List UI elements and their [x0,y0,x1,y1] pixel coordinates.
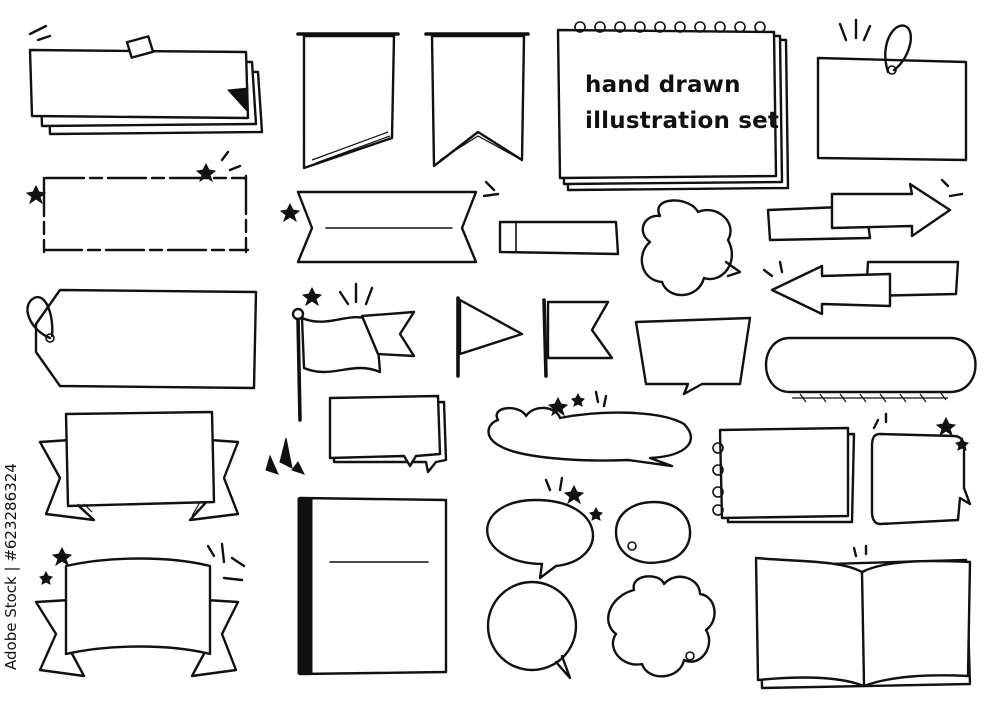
round-speech-bubble-small [614,500,692,565]
pill-label [764,336,977,403]
cloud-speech-bubble-small [640,199,742,297]
ribbon-banner-flat [279,180,500,264]
double-arrow-right [766,178,964,242]
title-line-1: hand drawn [585,72,741,98]
scroll-ribbon-banner [38,410,240,522]
ring-bound-notepad [712,426,856,524]
title-line-2: illustration set [585,108,780,134]
fluffy-cloud-bubble [607,575,716,678]
square-speech-bubble [870,412,972,526]
dashed-frame [25,150,250,254]
open-book [754,544,972,690]
trapezoid-speech-bubble [634,316,752,396]
closed-book [297,496,448,676]
long-cloud-speech-bubble [487,390,692,468]
price-tag [26,288,258,390]
spiral-notebook [556,21,790,192]
stacked-paper-notes [28,24,264,136]
circle-speech-bubble [486,580,578,680]
hanging-sign [816,18,968,162]
sparkle-marks [265,437,305,475]
swallowtail-flag [542,298,614,378]
triangle-flag [456,296,524,378]
pennant-banner-right [424,32,530,168]
curved-ribbon-banner [34,542,246,678]
stock-id-watermark: Adobe Stock | #623286324 [2,463,20,670]
3d-speech-bubble [328,394,448,474]
left-arrow-tag [762,260,960,316]
waving-flag [291,282,416,422]
oval-speech-bubble [486,476,603,580]
pennant-banner-left [296,32,400,170]
label-strip [498,220,620,256]
